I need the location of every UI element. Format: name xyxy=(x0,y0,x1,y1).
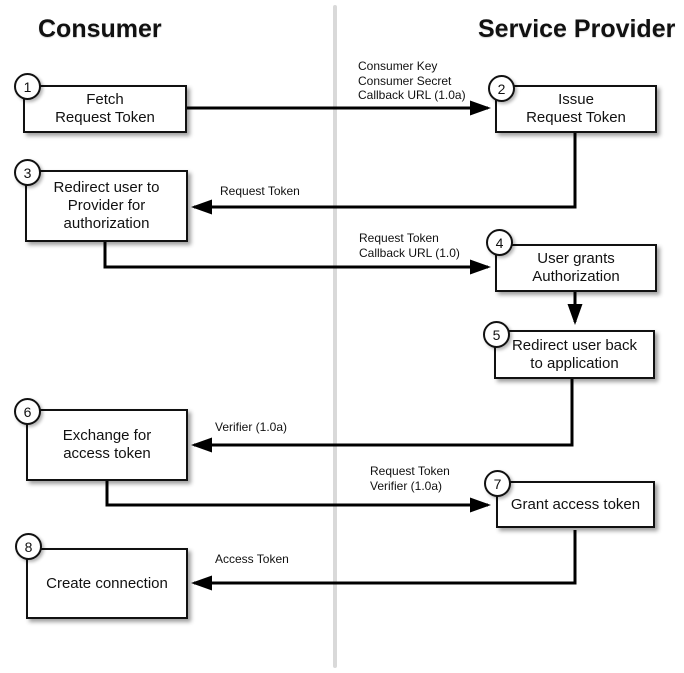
step-number-8: 8 xyxy=(15,533,42,560)
arrow-label-line: Callback URL (1.0a) xyxy=(358,88,466,102)
step-number-1: 1 xyxy=(14,73,41,100)
step-text-line: Redirect user back xyxy=(511,336,638,354)
step-text-line: User grants xyxy=(537,250,615,267)
lane-title-consumer: Consumer xyxy=(38,15,162,43)
arrow-3-to-4 xyxy=(103,242,491,275)
arrow-2-to-3 xyxy=(191,133,577,215)
step-text-line: Exchange for xyxy=(62,427,152,444)
step-box-redirect-user-to-provider: Redirect user to Provider for authorizat… xyxy=(25,170,188,242)
step-number-3: 3 xyxy=(14,159,41,186)
step-text-line: Issue xyxy=(558,91,594,108)
arrow-label-request-token: Request Token xyxy=(220,184,300,199)
arrow-5-to-6 xyxy=(191,379,574,453)
step-box-exchange-for-access-token: Exchange for access token xyxy=(26,409,188,481)
step-box-grant-access-token: Grant access token xyxy=(496,481,655,528)
step-number-6: 6 xyxy=(14,398,41,425)
arrow-label-access-token: Access Token xyxy=(215,552,289,567)
step-text-line: Grant access token xyxy=(510,495,641,513)
step-box-issue-request-token: Issue Request Token xyxy=(495,85,657,133)
arrow-label-request-token-verifier: Request Token Verifier (1.0a) xyxy=(370,464,450,493)
step-number-2: 2 xyxy=(488,75,515,102)
arrow-label-line: Access Token xyxy=(215,552,289,566)
step-text-line: Request Token xyxy=(55,109,155,126)
arrow-label-line: Request Token xyxy=(359,231,439,245)
step-text-line: to application xyxy=(530,354,619,372)
arrow-label-line: Verifier (1.0a) xyxy=(215,420,288,434)
step-text-line: Create connection xyxy=(46,574,168,592)
arrow-label-request-token-callback: Request Token Callback URL (1.0) xyxy=(359,231,460,260)
step-number-5: 5 xyxy=(483,321,510,348)
step-box-create-connection: Create connection xyxy=(26,548,188,619)
step-text-line: Request Token xyxy=(526,109,626,126)
arrow-label-line: Verifier (1.0a) xyxy=(370,478,443,493)
arrow-label-line: Consumer Secret xyxy=(358,73,452,88)
step-text-line: Redirect user to xyxy=(53,179,160,196)
step-box-fetch-request-token: Fetch Request Token xyxy=(23,85,187,133)
lane-divider xyxy=(333,5,337,668)
step-text-line: access token xyxy=(63,445,151,462)
step-text-line: Fetch xyxy=(86,91,124,108)
arrow-label-verifier: Verifier (1.0a) xyxy=(215,420,287,435)
step-text-line: authorization xyxy=(63,215,150,232)
arrow-label-line: Request Token xyxy=(370,464,450,478)
step-box-redirect-user-back: Redirect user back to application xyxy=(494,330,655,379)
arrow-label-line: Consumer Key xyxy=(358,59,438,73)
arrow-label-consumer-key-secret-callback: Consumer Key Consumer Secret Callback UR… xyxy=(358,59,466,103)
arrow-label-line: Callback URL (1.0) xyxy=(359,245,460,260)
step-number-4: 4 xyxy=(486,229,513,256)
arrow-label-line: Request Token xyxy=(220,184,300,198)
step-text-line: Authorization xyxy=(532,268,620,285)
arrow-7-to-8 xyxy=(191,530,577,591)
lane-title-service-provider: Service Provider xyxy=(478,15,676,43)
step-text-line: Provider for xyxy=(67,197,146,214)
step-box-user-grants-authorization: User grants Authorization xyxy=(495,244,657,292)
step-number-7: 7 xyxy=(484,470,511,497)
arrow-6-to-7 xyxy=(105,481,491,513)
